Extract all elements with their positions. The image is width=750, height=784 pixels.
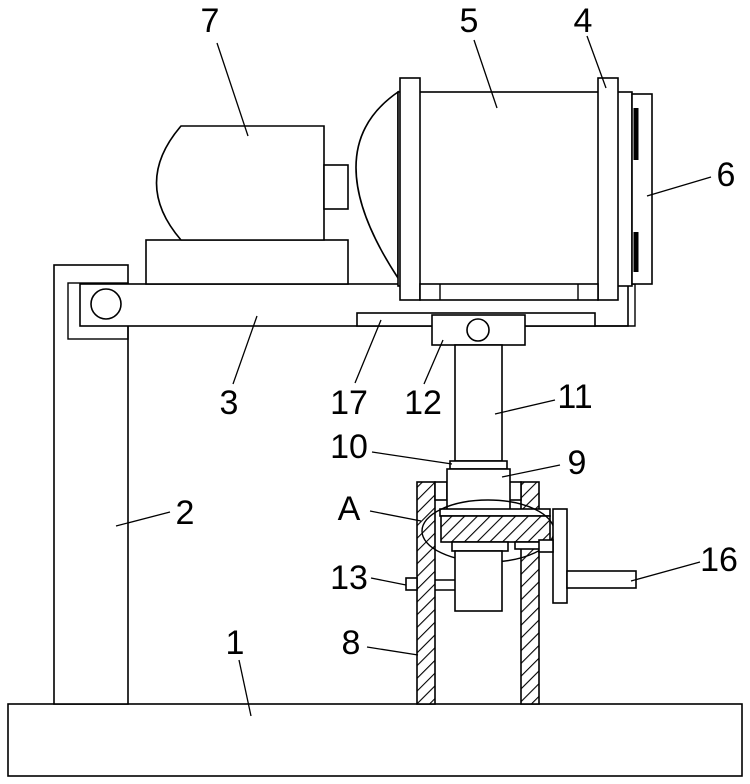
- housing-wall-left: [417, 482, 435, 704]
- housing-top-left: [435, 482, 447, 500]
- base-plate: [8, 704, 742, 776]
- leader-16: [631, 562, 700, 581]
- crank-disc: [553, 509, 567, 603]
- side-bolt-head: [406, 578, 417, 590]
- drum-bottom-strip: [420, 284, 598, 300]
- label-5: 5: [460, 2, 479, 40]
- arm-pivot-pin: [91, 289, 121, 319]
- gear-lower-ring: [452, 542, 508, 551]
- motor-coupling: [324, 165, 348, 209]
- leader-12: [424, 340, 443, 384]
- clamp-band-right: [598, 78, 618, 300]
- crank-hub: [539, 540, 553, 552]
- label-A: A: [338, 490, 361, 528]
- motor-body: [157, 126, 325, 240]
- lifting-rod: [455, 345, 502, 461]
- label-10: 10: [330, 428, 368, 466]
- label-2: 2: [176, 494, 195, 532]
- label-9: 9: [568, 444, 587, 482]
- label-16: 16: [700, 541, 738, 579]
- leader-6: [647, 177, 711, 196]
- support-column: [54, 265, 128, 704]
- crank-handle: [567, 571, 636, 588]
- lower-shaft: [455, 551, 502, 611]
- label-17: 17: [330, 384, 368, 422]
- clamp-band-left: [400, 78, 420, 300]
- leader-7: [217, 43, 248, 136]
- leader-4: [587, 36, 606, 88]
- leader-10: [372, 452, 452, 464]
- worm-gear: [441, 516, 550, 542]
- drum-body: [398, 92, 632, 286]
- leader-11: [495, 400, 555, 414]
- leader-8: [367, 647, 418, 655]
- label-13: 13: [330, 559, 368, 597]
- hinge-pin: [467, 319, 489, 341]
- label-1: 1: [226, 624, 245, 662]
- rod-collar: [450, 461, 507, 469]
- leader-17: [355, 320, 381, 383]
- gear-upper-ring: [440, 509, 550, 516]
- label-8: 8: [342, 624, 361, 662]
- label-6: 6: [717, 156, 736, 194]
- leader-13: [371, 578, 406, 585]
- label-3: 3: [220, 384, 239, 422]
- label-7: 7: [201, 2, 220, 40]
- motor-mount-block: [146, 240, 348, 284]
- label-4: 4: [574, 2, 593, 40]
- label-12: 12: [404, 384, 442, 422]
- leader-A: [370, 511, 421, 521]
- label-11: 11: [557, 378, 592, 416]
- drum-end-dome: [356, 92, 398, 278]
